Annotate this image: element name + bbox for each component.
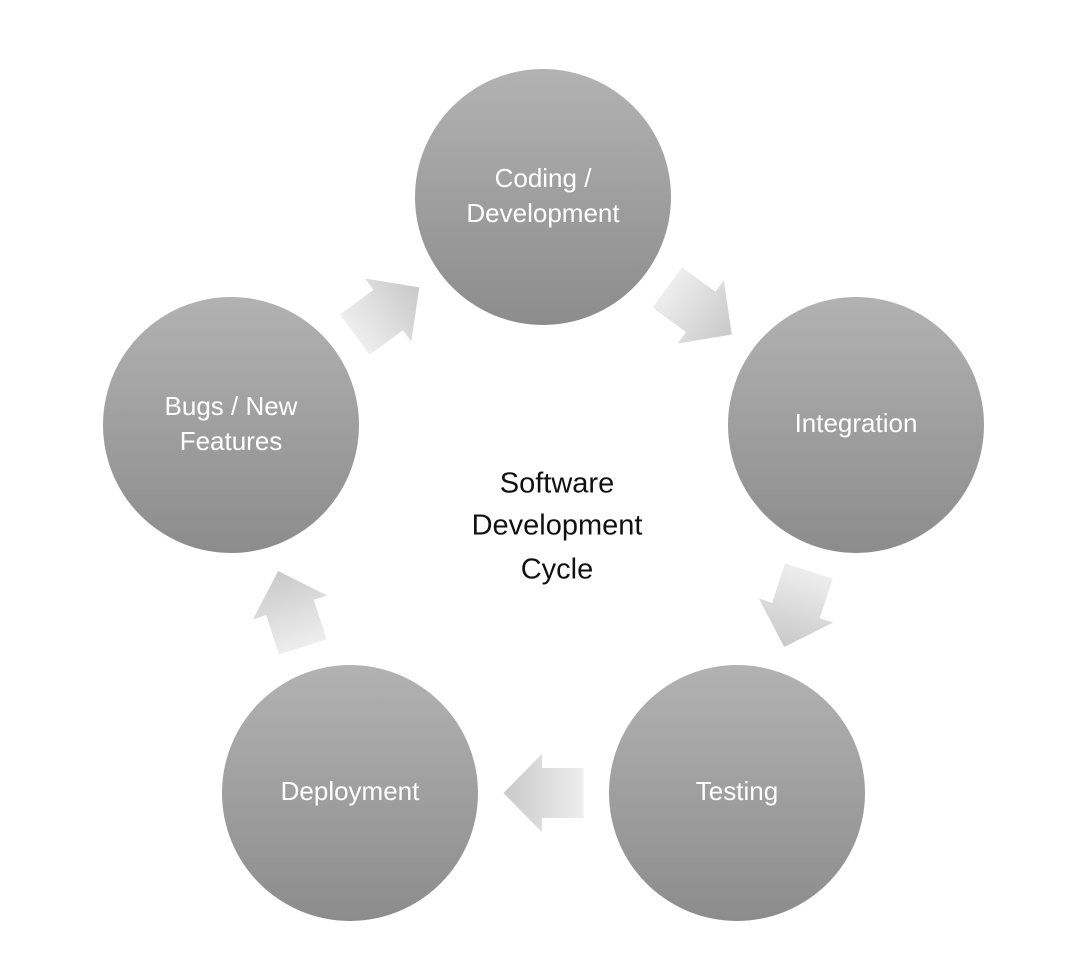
arrow-deployment-to-bugs — [252, 570, 328, 655]
arrow-testing-to-deployment — [503, 754, 584, 832]
center-label-line-2: Development — [472, 510, 643, 542]
flow-arrows — [252, 267, 834, 832]
center-label-line-3: Cycle — [521, 554, 594, 586]
stage-circle-integration — [728, 297, 984, 553]
stage-label-integration: Integration — [795, 408, 918, 438]
stage-label-bugs-line-1: Bugs / New — [165, 391, 298, 421]
stage-node-coding: Coding / Development — [415, 69, 671, 325]
cycle-center-label: Software Development Cycle — [472, 468, 643, 586]
arrow-coding-to-integration — [652, 267, 732, 344]
stage-circle-coding — [415, 69, 671, 325]
stage-node-integration: Integration — [728, 297, 984, 553]
center-label-line-1: Software — [500, 468, 614, 500]
arrow-integration-to-testing — [758, 563, 834, 648]
stage-circle-testing — [609, 665, 865, 921]
stage-node-testing: Testing — [609, 665, 865, 921]
stage-circle-bugs — [103, 297, 359, 553]
stage-label-testing: Testing — [696, 776, 778, 806]
arrow-bugs-to-coding — [339, 278, 420, 355]
stage-label-bugs-line-2: Features — [180, 426, 283, 456]
stage-label-deployment: Deployment — [281, 776, 421, 806]
stage-node-bugs: Bugs / New Features — [103, 297, 359, 553]
stage-label-coding-line-2: Development — [466, 198, 620, 228]
stage-circle-deployment — [222, 665, 478, 921]
stage-label-coding-line-1: Coding / — [495, 163, 593, 193]
stage-node-deployment: Deployment — [222, 665, 478, 921]
